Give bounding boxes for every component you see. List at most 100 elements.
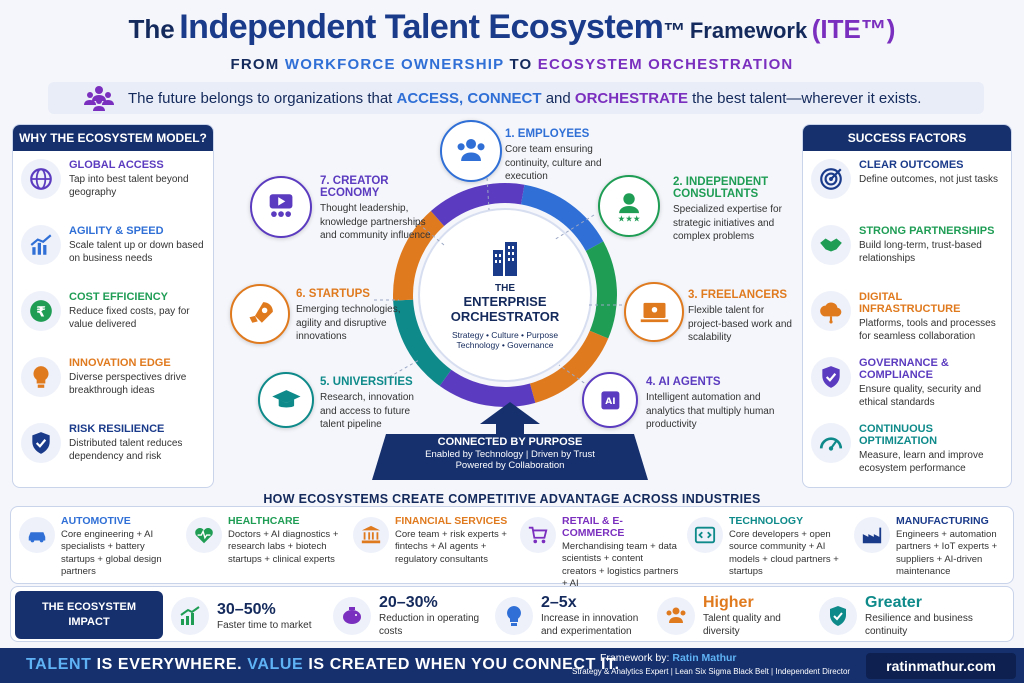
impact-desc: Increase in innovation and experimentati…: [541, 613, 639, 637]
ecosystem-node: 7. CREATOR ECONOMY Thought leadership, k…: [320, 175, 445, 243]
node-desc: Specialized expertise for strategic init…: [673, 204, 782, 242]
industry-item: FINANCIAL SERVICES Core team + risk expe…: [353, 515, 512, 583]
factory-icon: [854, 517, 890, 553]
team-icon: [657, 597, 695, 635]
tagline-banner: The future belongs to organizations that…: [48, 82, 984, 114]
ring-segment: [529, 330, 609, 403]
industry-name: RETAIL & E-COMMERCE: [562, 515, 625, 539]
handshake-icon: [811, 225, 851, 265]
industries-row: AUTOMOTIVE Core engineering + AI special…: [10, 506, 1014, 589]
node-label: 3. FREELANCERS: [688, 289, 788, 301]
impact-label: THE ECOSYSTEM IMPACT: [15, 591, 163, 639]
industry-item: HEALTHCARE Doctors + AI diagnostics + re…: [186, 515, 345, 583]
ecosystem-node: 4. AI AGENTS Intelligent automation and …: [646, 376, 776, 432]
impact-item: 30–50% Faster time to market: [171, 593, 329, 639]
impact-item: Higher Talent quality and diversity: [657, 593, 815, 639]
node-label: 1. EMPLOYEES: [505, 128, 590, 140]
factor-desc: Measure, learn and improve ecosystem per…: [859, 450, 984, 474]
cloud-icon: [811, 291, 851, 331]
footer-slogan: TALENT IS EVERYWHERE. VALUE IS CREATED W…: [26, 656, 620, 673]
orchestrator-text: THE ENTERPRISE ORCHESTRATOR Strategy • C…: [450, 283, 560, 350]
node-label: 2. INDEPENDENT CONSULTANTS: [673, 176, 769, 200]
node-desc: Thought leadership, knowledge partnershi…: [320, 203, 431, 241]
team-icon: [84, 85, 114, 115]
factor-item: DIGITAL INFRASTRUCTURE Platforms, tools …: [811, 291, 1001, 349]
impact-value: Higher: [703, 594, 754, 611]
code-icon: [687, 517, 723, 553]
shield-check-icon: [811, 357, 851, 397]
bank-icon: [353, 517, 389, 553]
purpose-arrow: [372, 402, 648, 480]
factor-title: AGILITY & SPEED: [69, 225, 164, 237]
industry-item: TECHNOLOGY Core developers + open source…: [687, 515, 846, 583]
factor-title: CONTINUOUS OPTIMIZATION: [859, 423, 938, 447]
car-icon: [19, 517, 55, 553]
svg-text:₹: ₹: [36, 304, 46, 320]
industry-item: MANUFACTURING Engineers + automation par…: [854, 515, 1013, 583]
industry-desc: Engineers + automation partners + IoT ex…: [896, 529, 998, 578]
industry-item: RETAIL & E-COMMERCE Merchandising team +…: [520, 515, 679, 589]
ecosystem-node: 1. EMPLOYEES Core team ensuring continui…: [505, 128, 635, 184]
laptop-icon: [624, 282, 684, 342]
factor-title: COST EFFICIENCY: [69, 291, 169, 303]
footer-credit: Framework by: Ratin Mathur Strategy & An…: [572, 652, 851, 676]
heart-pulse-icon: [186, 517, 222, 553]
factor-desc: Diverse perspectives drive breakthrough …: [69, 372, 187, 396]
impact-value: 20–30%: [379, 594, 438, 611]
ecosystem-node: 3. FREELANCERS Flexible talent for proje…: [688, 289, 798, 345]
impact-row: THE ECOSYSTEM IMPACT 30–50% Faster time …: [10, 586, 1014, 642]
factor-desc: Scale talent up or down based on busines…: [69, 240, 204, 264]
node-desc: Research, innovation and access to futur…: [320, 392, 414, 430]
consultant-icon: ★★★: [598, 175, 660, 237]
industry-desc: Core developers + open source community …: [729, 529, 839, 578]
industries-heading: HOW ECOSYSTEMS CREATE COMPETITIVE ADVANT…: [263, 492, 761, 506]
node-label: 6. STARTUPS: [296, 288, 370, 300]
factor-item: RISK RESILIENCE Distributed talent reduc…: [21, 423, 211, 481]
video-icon: [250, 176, 312, 238]
target-icon: [811, 159, 851, 199]
factor-item: CLEAR OUTCOMES Define outcomes, not just…: [811, 159, 1001, 217]
factor-desc: Ensure quality, security and ethical sta…: [859, 384, 982, 408]
factor-item: INNOVATION EDGE Diverse perspectives dri…: [21, 357, 211, 415]
success-factors-panel: SUCCESS FACTORS CLEAR OUTCOMES Define ou…: [802, 124, 1012, 488]
globe-icon: [21, 159, 61, 199]
graduation-cap-icon: [258, 372, 314, 428]
factor-desc: Build long-term, trust-based relationshi…: [859, 240, 982, 264]
bulb-icon: [495, 597, 533, 635]
ring-segment: [439, 369, 536, 407]
impact-desc: Faster time to market: [217, 619, 312, 631]
factor-item: GOVERNANCE & COMPLIANCE Ensure quality, …: [811, 357, 1001, 415]
industry-desc: Doctors + AI diagnostics + research labs…: [228, 529, 339, 565]
growth-icon: [171, 597, 209, 635]
ai-chip-icon: AI: [582, 372, 638, 428]
impact-item: 2–5x Increase in innovation and experime…: [495, 593, 653, 639]
node-desc: Emerging technologies, agility and disru…: [296, 304, 401, 342]
industry-desc: Core engineering + AI specialists + batt…: [61, 529, 162, 578]
purpose-text: CONNECTED BY PURPOSE Enabled by Technolo…: [425, 436, 595, 471]
ecosystem-ring: [393, 183, 617, 407]
building-icon: [489, 240, 521, 281]
impact-item: 20–30% Reduction in operating costs: [333, 593, 491, 639]
factor-desc: Distributed talent reduces dependency an…: [69, 438, 183, 462]
industry-desc: Core team + risk experts + fintechs + AI…: [395, 529, 507, 565]
ring-segment: [393, 299, 452, 386]
website-link[interactable]: ratinmathur.com: [866, 653, 1016, 679]
factor-item: ₹ COST EFFICIENCY Reduce fixed costs, pa…: [21, 291, 211, 349]
panel-heading: SUCCESS FACTORS: [803, 125, 1011, 151]
enterprise-orchestrator: [450, 240, 560, 281]
industry-item: AUTOMOTIVE Core engineering + AI special…: [19, 515, 178, 583]
impact-item: Greater Resilience and business continui…: [819, 593, 977, 639]
ecosystem-node: 2. INDEPENDENT CONSULTANTS Specialized e…: [673, 176, 798, 244]
factor-title: RISK RESILIENCE: [69, 423, 165, 435]
ecosystem-node: 5. UNIVERSITIES Research, innovation and…: [320, 376, 430, 432]
rupee-icon: ₹: [21, 291, 61, 331]
factor-title: INNOVATION EDGE: [69, 357, 171, 369]
node-desc: Intelligent automation and analytics tha…: [646, 392, 775, 430]
industry-desc: Merchandising team + data scientists + c…: [562, 541, 679, 590]
ring-segment: [393, 211, 445, 301]
factor-item: CONTINUOUS OPTIMIZATION Measure, learn a…: [811, 423, 1001, 481]
factor-desc: Define outcomes, not just tasks: [859, 174, 998, 185]
impact-desc: Talent quality and diversity: [703, 613, 781, 637]
impact-desc: Resilience and business continuity: [865, 613, 973, 637]
factor-title: GOVERNANCE & COMPLIANCE: [859, 357, 949, 381]
